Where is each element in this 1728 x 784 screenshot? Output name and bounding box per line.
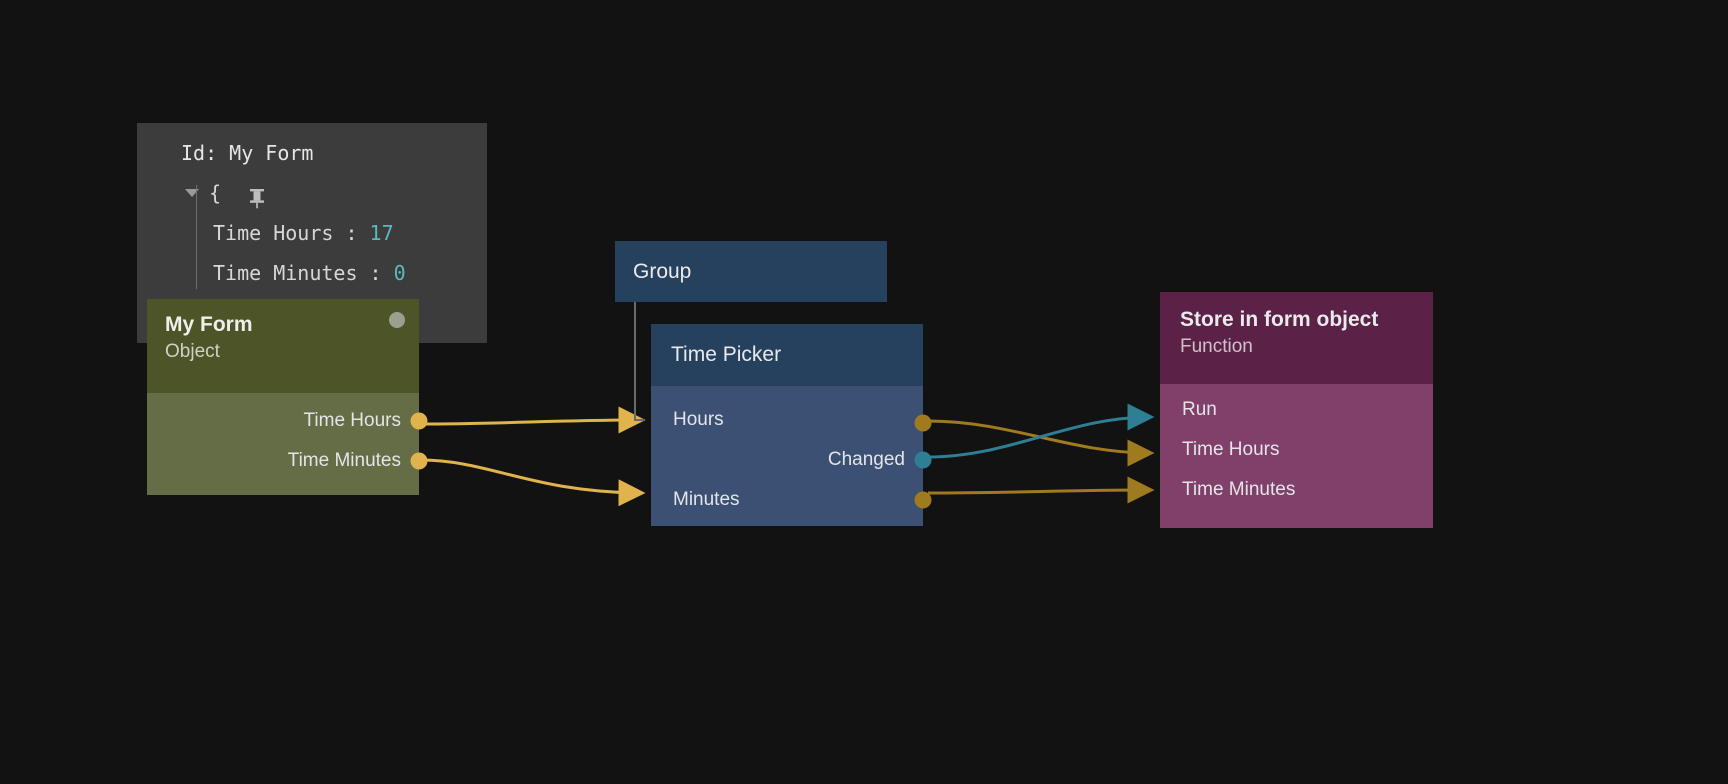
output-port-changed[interactable]: Changed: [651, 440, 932, 480]
inspector-entry-key: Time Hours :: [213, 221, 358, 245]
node-group[interactable]: Group: [615, 241, 887, 302]
port-dot-picker-out-1[interactable]: [914, 414, 932, 432]
node-time-picker-title: Time Picker: [671, 343, 782, 366]
inspector-title-text: Id: My Form: [181, 141, 314, 165]
node-store-body: Run Time Hours Time Minutes: [1160, 384, 1433, 528]
output-port-label: Time Hours: [303, 410, 401, 431]
input-port-minutes[interactable]: Minutes: [651, 480, 932, 520]
input-port-label: Hours: [673, 409, 724, 430]
inspector-title-row: Id: My Form: [137, 133, 487, 209]
node-group-header[interactable]: Group: [615, 241, 887, 302]
pin-icon[interactable]: [151, 142, 265, 209]
inspector-entry-key: Time Minutes :: [213, 261, 382, 285]
wire-timeminutes-to-minutes: [419, 458, 646, 507]
group-connector-line: [634, 302, 636, 420]
inspector-guide-line: [196, 185, 197, 289]
port-dot-picker-out-3[interactable]: [914, 491, 932, 509]
status-dot-icon[interactable]: [389, 312, 405, 328]
node-time-picker-header[interactable]: Time Picker: [651, 324, 923, 386]
output-port-time-hours[interactable]: Time Hours: [147, 401, 428, 441]
port-dot-time-minutes[interactable]: [410, 452, 428, 470]
node-group-title: Group: [633, 259, 692, 283]
input-port-label: Run: [1182, 399, 1217, 420]
node-store-subtitle: Function: [1180, 336, 1253, 357]
node-time-picker-body: Hours Changed Minutes: [651, 386, 932, 526]
wire-picker-to-timeminutes: [927, 476, 1155, 504]
node-my-form-body: Time Hours Time Minutes: [147, 393, 428, 495]
inspector-entry-value: 0: [393, 261, 406, 285]
node-store-in-form-object[interactable]: Store in form object Function Run Time H…: [1160, 292, 1433, 528]
node-my-form-title: My Form: [165, 313, 253, 336]
input-port-time-hours[interactable]: Time Hours: [1160, 430, 1433, 470]
chevron-down-icon[interactable]: [185, 189, 199, 197]
output-port-label: Changed: [827, 449, 905, 470]
inspector-entry-row: Time Minutes : 0: [137, 253, 487, 293]
output-port-label: Time Minutes: [287, 450, 401, 471]
node-store-header[interactable]: Store in form object Function: [1160, 292, 1433, 384]
group-connector-tick: [634, 419, 645, 421]
input-port-time-minutes[interactable]: Time Minutes: [1160, 470, 1433, 510]
node-my-form-subtitle: Object: [165, 341, 220, 362]
inspector-open-brace-row[interactable]: {: [137, 173, 487, 213]
wire-timehours-to-hours: [419, 406, 646, 434]
input-port-label: Time Hours: [1182, 439, 1280, 460]
port-dot-time-hours[interactable]: [410, 412, 428, 430]
inspector-open-brace: {: [209, 181, 222, 205]
input-port-hours[interactable]: Hours: [651, 400, 932, 440]
node-store-title: Store in form object: [1180, 308, 1379, 331]
wire-changed-to-run: [927, 403, 1155, 459]
inspector-entry-row: Time Hours : 17: [137, 213, 487, 253]
node-my-form[interactable]: My Form Object Time Hours Time Minutes: [147, 299, 428, 495]
node-time-picker[interactable]: Time Picker Hours Changed Minutes: [651, 324, 932, 526]
node-my-form-header[interactable]: My Form Object: [147, 299, 419, 393]
input-port-label: Time Minutes: [1182, 479, 1296, 500]
port-dot-changed[interactable]: [914, 451, 932, 469]
output-port-time-minutes[interactable]: Time Minutes: [147, 441, 428, 481]
inspector-entry-value: 17: [369, 221, 394, 245]
input-port-run[interactable]: Run: [1160, 390, 1433, 430]
input-port-label: Minutes: [673, 489, 740, 510]
wire-picker-to-timehours: [927, 419, 1155, 467]
